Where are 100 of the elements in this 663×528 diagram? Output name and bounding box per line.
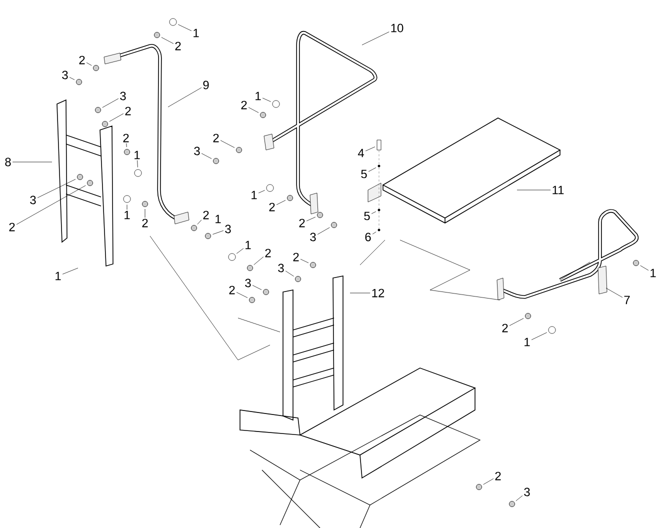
leader-line [109,113,124,122]
callout-number: 3 [308,232,318,242]
leader-line [62,268,78,274]
leader-line [306,216,316,222]
callout-number: 3 [60,70,70,80]
washer [331,222,337,228]
washer [633,260,639,266]
callout-number: 2 [240,100,248,110]
leader-line [509,318,524,326]
leader-line [254,256,264,265]
leader-line [126,204,128,210]
washer [124,149,130,155]
callout-number: 5 [360,168,368,180]
leader-line [137,160,138,168]
leader-line [368,167,376,172]
leader-line [178,24,192,32]
washer [249,297,255,303]
washer [287,195,293,201]
washer [509,501,515,507]
washer [77,174,83,180]
leader-line [362,32,390,46]
washer [236,147,242,153]
leader-line [285,270,294,276]
callout-number: 2 [500,322,510,334]
bolt-head [169,18,177,26]
callout-number: 2 [202,210,210,220]
callout-number: 2 [298,218,306,228]
callout-number: 3 [224,224,232,234]
leader-line [483,478,494,485]
leader-line [126,143,127,148]
leader-line [161,37,174,44]
callout-number: 9 [202,80,210,90]
washer [317,212,323,218]
leader-line [201,153,212,159]
leader-line [365,146,376,152]
leader-line [86,62,92,66]
callout-number: 1 [244,240,252,250]
leader-line [37,179,76,198]
washer [205,233,211,239]
callout-number: 7 [622,294,632,306]
callout-number: 1 [192,28,200,38]
washer [378,208,380,212]
leader-line [372,232,376,234]
leader-line [236,292,248,298]
callout-number: 2 [494,470,502,482]
callout-number: 3 [522,486,532,498]
leader-line [258,190,265,194]
callout-number: 2 [124,106,132,116]
callout-number: 6 [364,232,372,242]
leader-line [220,140,235,148]
callout-number: 1 [648,268,658,278]
leader-line [378,211,380,229]
callout-number: 1 [54,270,62,282]
leader-line [516,495,523,502]
bolt-head [228,253,236,261]
callout-number: 3 [192,146,202,156]
callout-number: 3 [28,194,38,206]
callout-number: 1 [132,150,142,160]
leader-line [531,332,548,340]
bolt-head [548,326,556,334]
leader-line [378,167,380,209]
washer [378,228,380,232]
washer [260,112,266,118]
leader-line [248,107,259,113]
callout-number: 2 [212,132,220,144]
callout-number: 1 [214,214,222,224]
leader-line [606,288,623,298]
washer [476,484,482,490]
washer [295,276,301,282]
washer [95,107,101,113]
callout-number: 3 [276,262,286,274]
washer [93,65,99,71]
bolt-head [266,184,274,192]
leader-line [168,87,202,108]
bolt-head [134,169,142,177]
leader-line [317,227,330,235]
leader-line [378,150,380,165]
washer [154,32,160,38]
bolt [376,140,382,150]
leader-line [640,265,649,271]
callout-number: 3 [118,90,128,102]
callout-number: 2 [292,252,300,262]
washer [213,158,219,164]
callout-number: 1 [522,336,532,348]
washer [191,225,197,231]
washer [102,121,108,127]
washer [263,289,269,295]
callout-number: 2 [264,248,272,258]
callout-number: 2 [8,222,16,232]
washer [310,262,316,268]
leader-line [371,211,376,214]
callout-number: 2 [228,284,236,296]
leader-line [212,230,224,235]
leader-line [144,208,146,218]
callout-number: 3 [244,278,252,288]
callout-number: 5 [362,210,372,222]
leader-line [69,77,75,80]
leader-line [350,292,370,294]
leader-line [102,98,119,108]
washer [76,79,82,85]
